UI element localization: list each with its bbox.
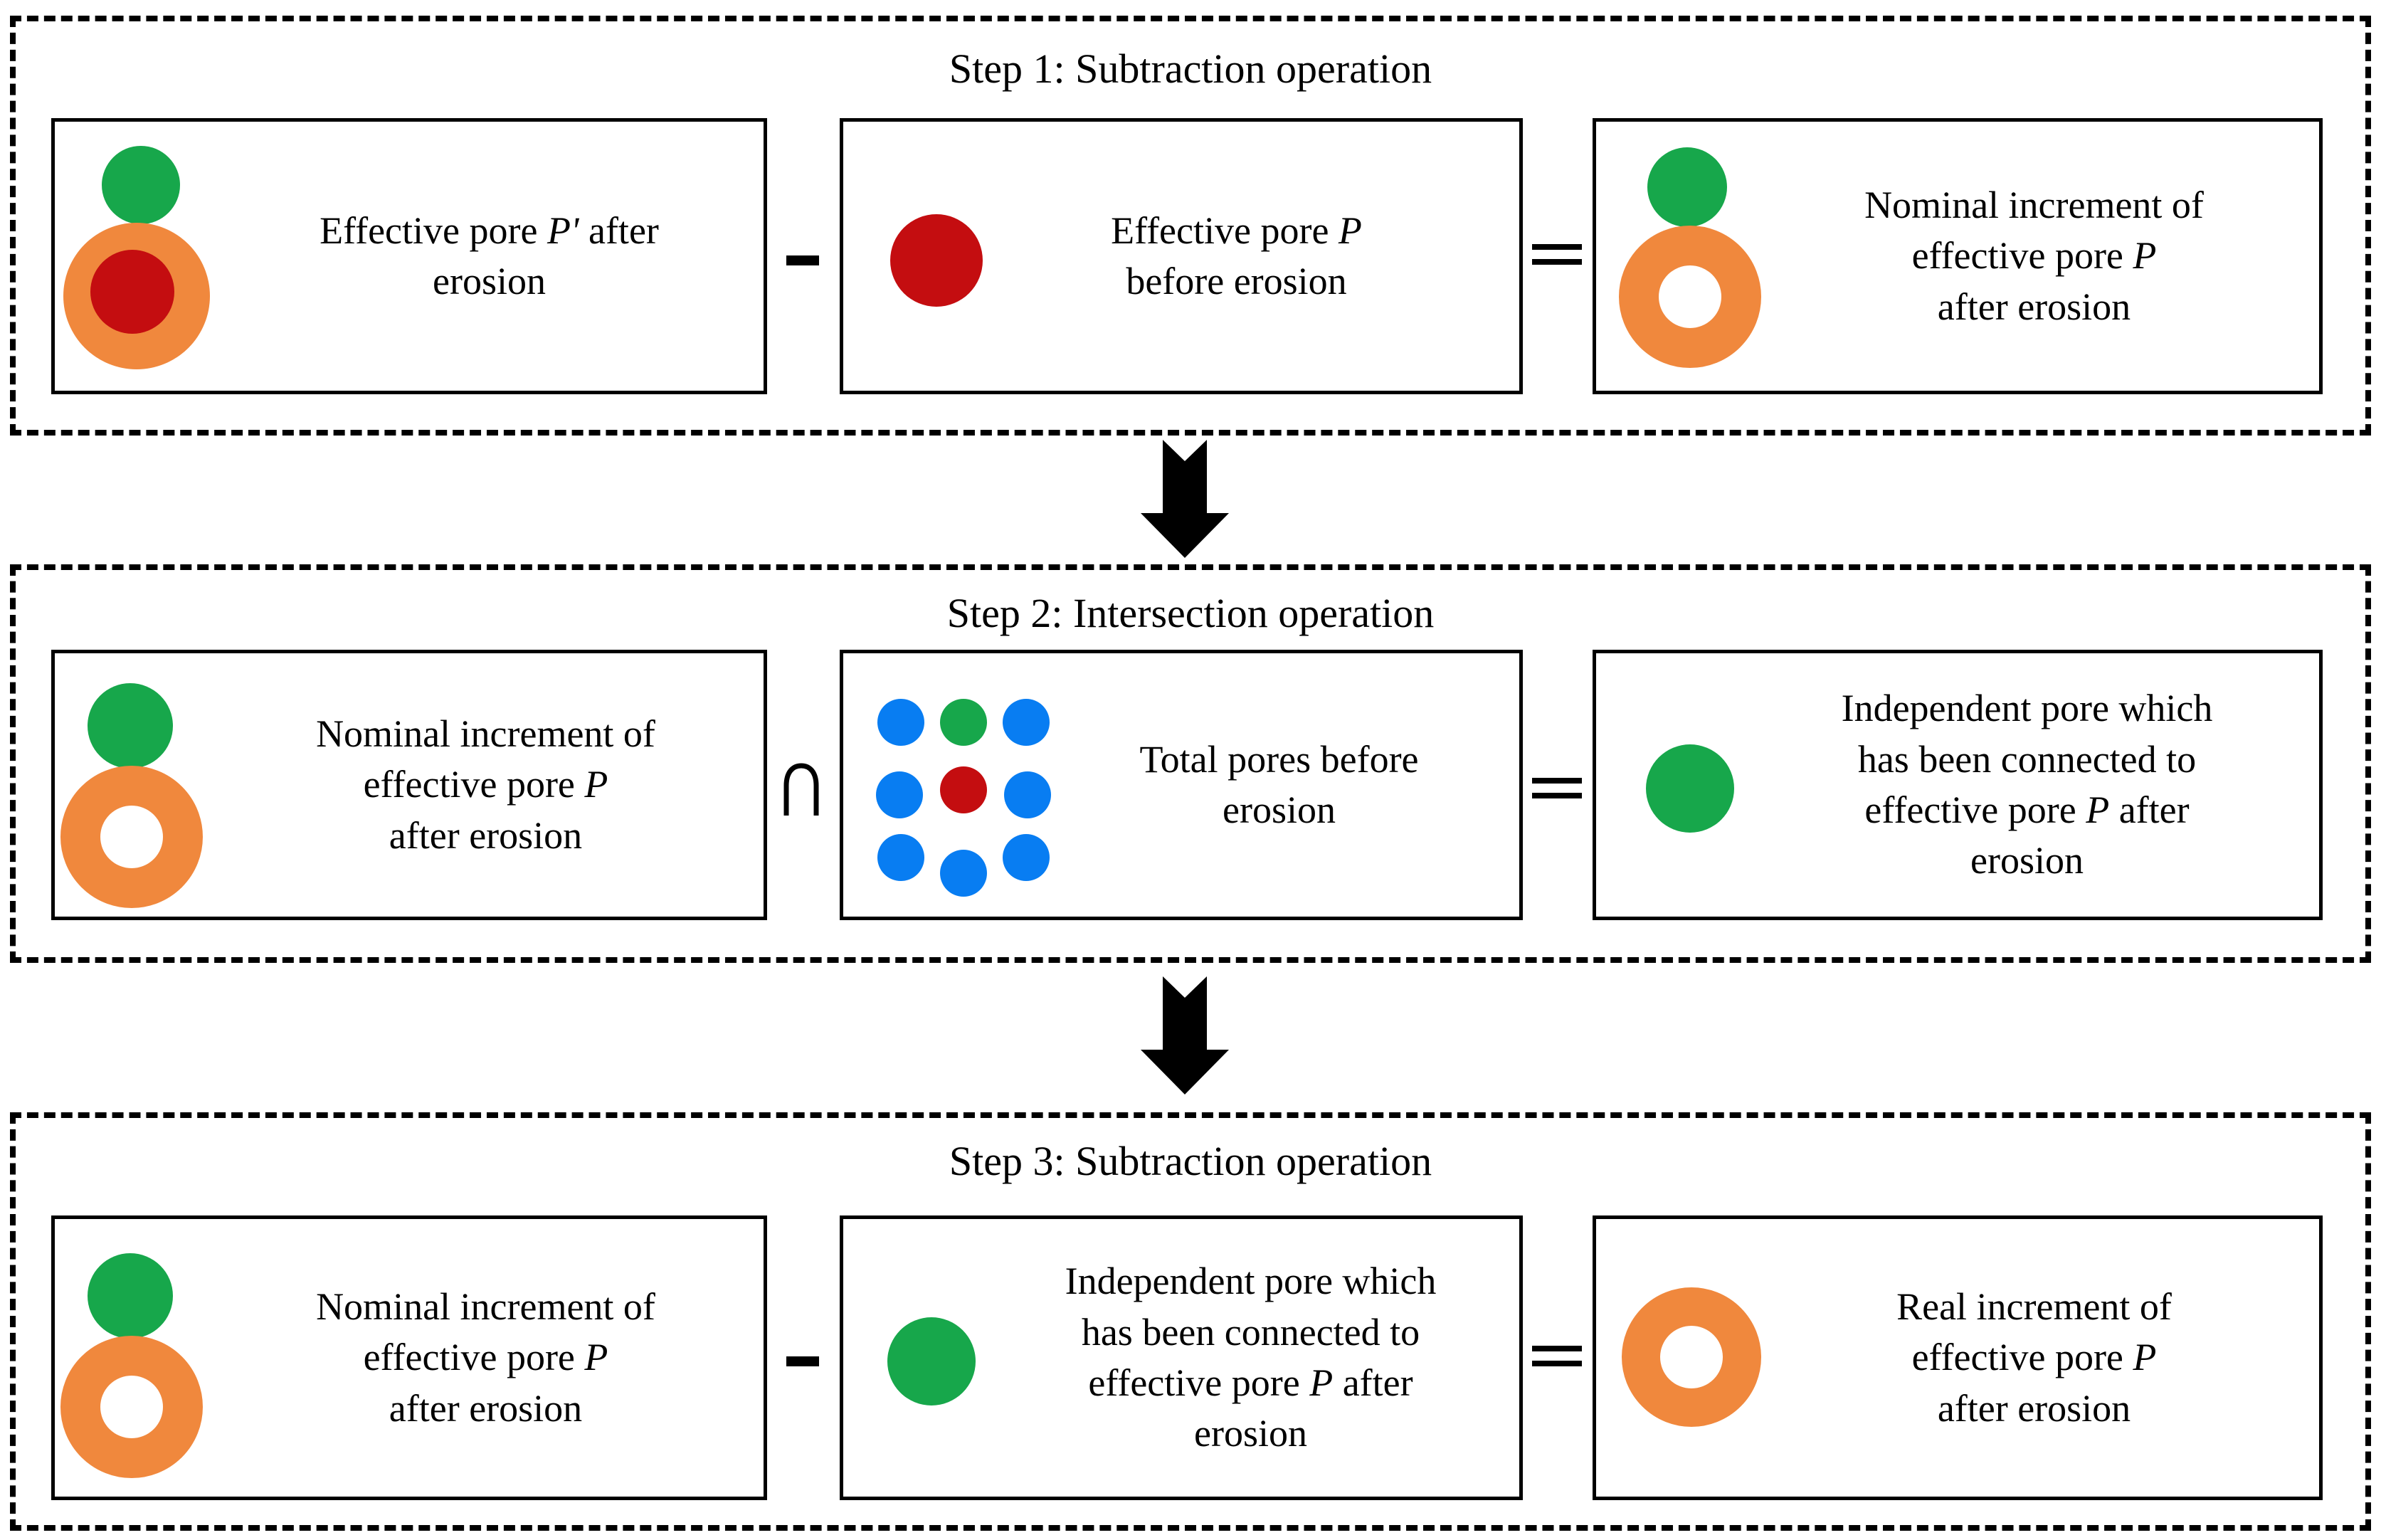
minus-operator bbox=[786, 255, 819, 265]
orange-ring-icon bbox=[1622, 1287, 1761, 1427]
equals-operator bbox=[1532, 1346, 1582, 1366]
step-1-panel: Step 1: Subtraction operation Effective … bbox=[10, 16, 2371, 436]
step-3-title: Step 3: Subtraction operation bbox=[949, 1138, 1432, 1184]
orange-ring-icon bbox=[1619, 226, 1761, 368]
green-pore-icon bbox=[88, 1253, 173, 1339]
step-3-panel: Step 3: Subtraction operation Nominal in… bbox=[10, 1112, 2371, 1531]
red-pore-icon bbox=[890, 214, 983, 307]
equals-operator bbox=[1532, 778, 1582, 798]
blue-pore-icon bbox=[1003, 699, 1050, 746]
orange-ring-icon bbox=[60, 1336, 203, 1478]
minus-operator bbox=[786, 1356, 819, 1366]
step-2-panel: Step 2: Intersection operation Nominal i… bbox=[10, 564, 2371, 963]
green-pore-icon bbox=[1646, 744, 1734, 833]
blue-pore-icon bbox=[876, 771, 923, 818]
blue-pore-icon bbox=[877, 699, 924, 746]
green-pore-icon bbox=[1647, 147, 1727, 227]
green-pore-icon bbox=[102, 146, 180, 224]
step-2-title: Step 2: Intersection operation bbox=[946, 590, 1435, 636]
equals-operator bbox=[1532, 244, 1582, 265]
blue-pore-icon bbox=[940, 850, 987, 897]
down-arrow-icon bbox=[1141, 440, 1229, 558]
green-pore-icon bbox=[940, 699, 987, 746]
blue-pore-icon bbox=[1004, 771, 1051, 818]
step-1-title: Step 1: Subtraction operation bbox=[949, 46, 1432, 92]
intersection-operator bbox=[783, 763, 819, 816]
blue-pore-icon bbox=[1003, 834, 1050, 881]
red-pore-icon bbox=[940, 766, 987, 813]
down-arrow-icon bbox=[1141, 976, 1229, 1095]
red-core-icon bbox=[90, 250, 174, 334]
orange-ring-icon bbox=[60, 766, 203, 908]
green-pore-icon bbox=[88, 683, 173, 769]
green-pore-icon bbox=[887, 1317, 976, 1405]
blue-pore-icon bbox=[877, 834, 924, 881]
